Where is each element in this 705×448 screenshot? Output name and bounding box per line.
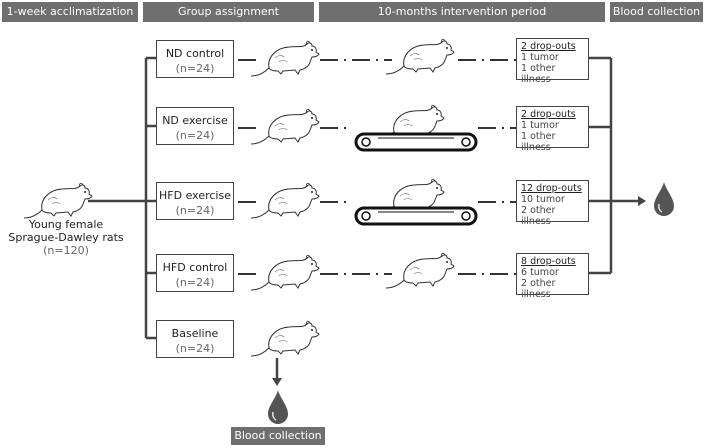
- group-box-baseline: Baseline(n=24): [156, 320, 234, 358]
- header-intervention: 10-months intervention period: [319, 2, 605, 22]
- rat-icon: [385, 252, 455, 289]
- rat-icon: [385, 38, 455, 75]
- header-blood-collection: Blood collection: [610, 2, 703, 22]
- treadmill-icon: [354, 206, 478, 226]
- group-box-nd-control: ND control(n=24): [156, 40, 234, 78]
- treadmill-icon: [354, 132, 478, 152]
- source-population-label: Young female Sprague-Dawley rats (n=120): [8, 218, 124, 257]
- group-box-hfd-exercise: HFD exercise(n=24): [156, 182, 234, 220]
- rat-icon: [250, 320, 320, 357]
- blood-drop-icon: [653, 181, 675, 217]
- rat-icon: [250, 182, 320, 219]
- rat-icon: [250, 254, 320, 291]
- baseline-blood-collection-label: Blood collection: [231, 427, 325, 445]
- rat-icon: [250, 108, 320, 145]
- header-acclimatization: 1-week acclimatization: [2, 2, 138, 22]
- source-rat-icon: [23, 182, 93, 219]
- group-box-nd-exercise: ND exercise(n=24): [156, 107, 234, 145]
- group-box-hfd-control: HFD control(n=24): [156, 254, 234, 292]
- rat-icon: [250, 40, 320, 77]
- blood-drop-icon: [267, 389, 289, 425]
- header-group-assignment: Group assignment: [143, 2, 314, 22]
